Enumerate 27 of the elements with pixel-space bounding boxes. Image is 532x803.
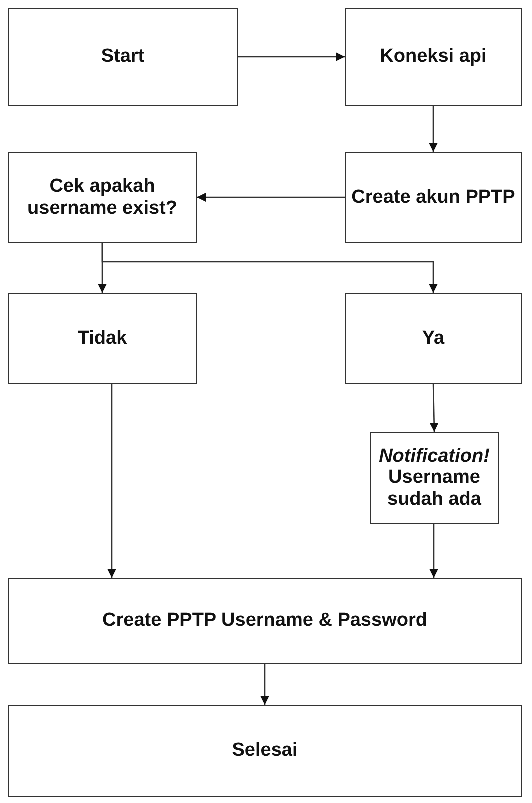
arrow [260,664,270,705]
process-box [8,705,522,797]
process-box [8,8,238,106]
process-box [370,432,499,524]
box-label: Notification! [379,446,490,468]
box-label: Ya [422,328,445,350]
arrow [430,384,439,432]
arrow [238,52,345,62]
box-label: Create akun PPTP [352,186,516,208]
arrow [108,384,116,578]
arrow [197,193,345,202]
process-box [345,293,522,384]
process-box [8,578,522,664]
box-label: Koneksi api [380,46,487,68]
process-box [8,152,197,243]
box-label: Cek apakah username exist? [26,176,178,219]
arrow [430,524,438,578]
arrow [102,243,438,293]
arrow [429,106,438,152]
box-label: Selesai [232,740,298,762]
process-box [345,152,522,243]
box-label: Username sudah ada [386,467,482,510]
process-box [8,293,197,384]
process-box [345,8,522,106]
box-label: Tidak [78,328,128,350]
box-label: Create PPTP Username & Password [102,610,428,632]
box-label: Start [101,46,145,68]
